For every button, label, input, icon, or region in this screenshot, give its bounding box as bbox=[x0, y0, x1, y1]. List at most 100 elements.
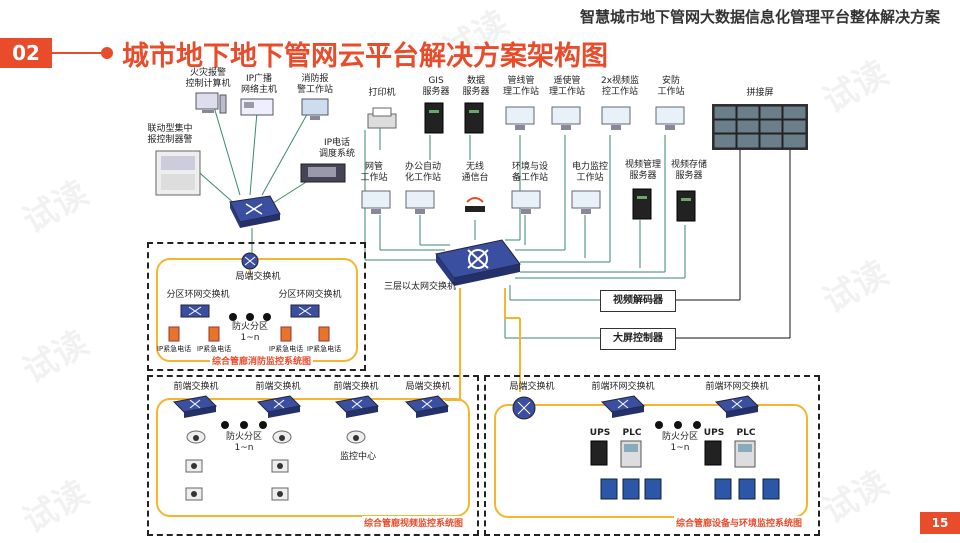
fire-monitoring-panel bbox=[147, 242, 366, 371]
office-station-label: 办公自动 化工作站 bbox=[404, 162, 441, 183]
switch-icon bbox=[256, 395, 302, 418]
server-icon bbox=[464, 102, 484, 134]
sensor-icon bbox=[738, 478, 756, 500]
camera-icon bbox=[271, 459, 289, 473]
ip-phone-label: IP电话 调度系统 bbox=[318, 138, 355, 159]
header-title: 智慧城市地下管网大数据信息化管理平台整体解决方案 bbox=[579, 8, 940, 26]
section-line bbox=[52, 52, 104, 54]
phone-label: IP紧急电话 bbox=[156, 345, 192, 353]
camera-icon bbox=[271, 487, 289, 501]
workstation-icon bbox=[601, 106, 631, 130]
wireless-label: 无线 通信台 bbox=[461, 162, 489, 183]
env-panel-caption: 综合管廊设备与环境监控系统图 bbox=[674, 516, 805, 529]
switch-icon bbox=[600, 395, 646, 418]
monitor-center-label: 监控中心 bbox=[339, 452, 376, 462]
phone-icon bbox=[280, 326, 292, 342]
dispatch-console-icon bbox=[300, 163, 346, 183]
switch-icon bbox=[404, 395, 450, 418]
camera-icon bbox=[185, 487, 203, 501]
workstation-icon bbox=[511, 190, 541, 214]
phone-icon bbox=[208, 326, 220, 342]
ups-right-label: UPS bbox=[703, 428, 725, 438]
front-switch-label: 前端交换机 bbox=[333, 382, 379, 392]
netmgr-station-label: 网管 工作站 bbox=[360, 162, 388, 183]
alarm-controller-icon bbox=[155, 150, 201, 196]
gis-server-label: GIS 服务器 bbox=[422, 76, 450, 97]
server-icon bbox=[632, 188, 652, 220]
fire-panel-caption: 综合管廊消防监控系统图 bbox=[210, 354, 314, 367]
workstation-icon bbox=[505, 106, 535, 130]
plc-icon bbox=[620, 440, 642, 468]
linked-alarm-label: 联动型集中 报控制器警 bbox=[147, 124, 193, 145]
fire-zone-dots bbox=[229, 313, 271, 321]
local-switch-label: 局端交换机 bbox=[509, 382, 555, 392]
security-station-label: 安防 工作站 bbox=[657, 76, 685, 97]
camera-icon bbox=[185, 459, 203, 473]
server-icon bbox=[424, 102, 444, 134]
pipeline-station-label: 管线管 理工作站 bbox=[502, 76, 539, 97]
phone-icon bbox=[318, 326, 330, 342]
workstation-icon bbox=[571, 190, 601, 214]
ip-broadcast-label: IP广播 网络主机 bbox=[240, 74, 277, 95]
camera-icon bbox=[186, 430, 206, 444]
front-switch-label: 前端交换机 bbox=[255, 382, 301, 392]
sensor-icon bbox=[762, 478, 780, 500]
video-decoder-box: 视频解码器 bbox=[600, 290, 676, 312]
workstation-icon bbox=[551, 106, 581, 130]
local-switch-label: 局端交换机 bbox=[235, 272, 281, 282]
ring-switch-left-label: 前端环网交换机 bbox=[591, 382, 655, 392]
wall-controller-box: 大屏控制器 bbox=[600, 328, 676, 350]
zone-switch-right-label: 分区环网交换机 bbox=[278, 290, 342, 300]
page-number: 15 bbox=[920, 512, 960, 534]
switch-icon bbox=[714, 395, 760, 418]
local-switch-label: 局端交换机 bbox=[405, 382, 451, 392]
front-switch-label: 前端交换机 bbox=[173, 382, 219, 392]
workstation-icon bbox=[405, 190, 435, 214]
power-station-label: 电力监控 工作站 bbox=[571, 162, 608, 183]
fire-zone-label: 防火分区 1~n bbox=[661, 432, 698, 453]
phone-label: IP紧急电话 bbox=[268, 345, 304, 353]
sensor-icon bbox=[714, 478, 732, 500]
sensor-icon bbox=[644, 478, 662, 500]
phone-label: IP紧急电话 bbox=[196, 345, 232, 353]
zone-switch-left-label: 分区环网交换机 bbox=[166, 290, 230, 300]
camera-icon bbox=[346, 430, 366, 444]
broadcast-host-icon bbox=[240, 98, 274, 116]
section-number: 02 bbox=[0, 38, 52, 68]
zone-switch-right-icon bbox=[290, 304, 320, 318]
video-mgr-server-label: 视频管理 服务器 bbox=[624, 160, 661, 181]
video2x-station-label: 2x视频监 控工作站 bbox=[600, 76, 640, 97]
remote-station-label: 遥使管 理工作站 bbox=[548, 76, 585, 97]
fire-alarm-pc-label: 火灾报警 控制计算机 bbox=[185, 68, 231, 89]
fire-zone-label: 防火分区 1~n bbox=[231, 322, 268, 343]
video-monitoring-panel bbox=[147, 375, 479, 536]
plc-icon bbox=[734, 440, 756, 468]
camera-icon bbox=[272, 430, 292, 444]
router-icon bbox=[465, 197, 485, 212]
data-server-label: 数据 服务器 bbox=[462, 76, 490, 97]
fire-zone-dots bbox=[655, 421, 701, 429]
plc-left-label: PLC bbox=[622, 428, 642, 438]
fire-station-label: 消防报 警工作站 bbox=[296, 74, 333, 95]
workstation-icon bbox=[301, 98, 329, 120]
ups-icon bbox=[704, 440, 722, 466]
server-icon bbox=[676, 190, 696, 222]
fire-zone-dots bbox=[221, 421, 267, 429]
env-station-label: 环境与设 备工作站 bbox=[511, 162, 548, 183]
env-monitoring-panel bbox=[484, 375, 820, 536]
sensor-icon bbox=[622, 478, 640, 500]
switch-icon bbox=[512, 396, 536, 420]
printer-icon bbox=[367, 107, 397, 129]
fire-zone-label: 防火分区 1~n bbox=[225, 432, 262, 453]
video-ring bbox=[156, 398, 470, 517]
local-switch-icon bbox=[241, 252, 259, 270]
workstation-icon bbox=[361, 190, 391, 214]
core-switch-label: 三层以太网交换机 bbox=[383, 282, 456, 292]
zone-switch-left-icon bbox=[180, 304, 210, 318]
splice-screen-label: 拼接屏 bbox=[746, 88, 774, 98]
workstation-icon bbox=[655, 106, 685, 130]
section-dot bbox=[101, 47, 113, 59]
plc-right-label: PLC bbox=[736, 428, 756, 438]
sensor-icon bbox=[600, 478, 618, 500]
